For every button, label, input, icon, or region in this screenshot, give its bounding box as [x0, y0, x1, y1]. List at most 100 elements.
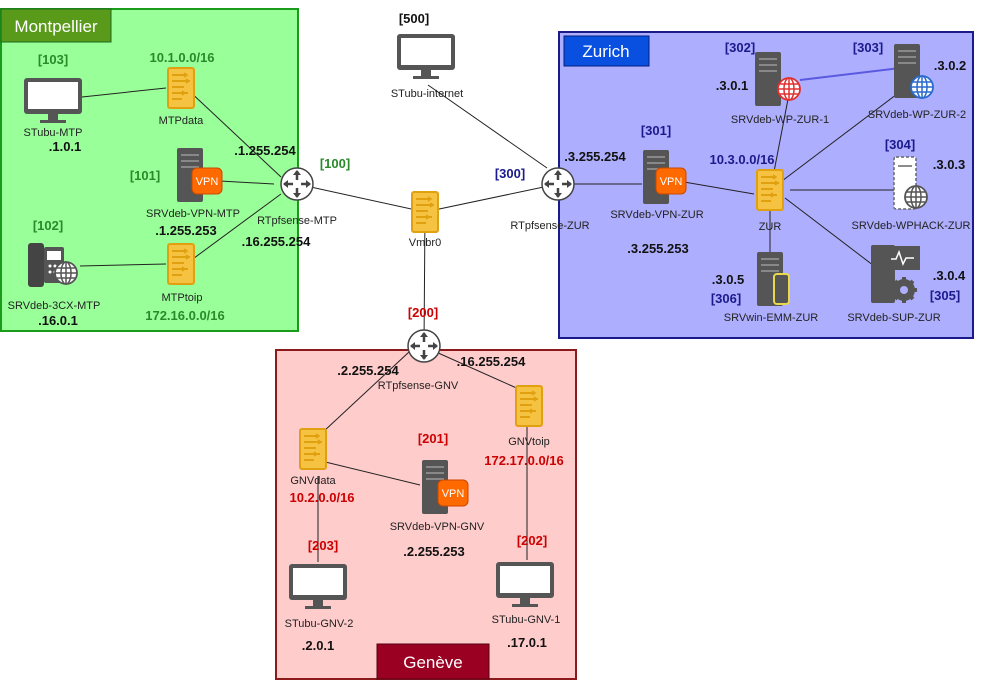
rtpfsense-zur-router[interactable]: RTpfsense-ZUR [300] .3.255.254	[495, 149, 627, 232]
srvwin-emm-zur-tag: [306]	[711, 291, 741, 306]
mtptoip-switch[interactable]: MTPtoip 172.16.0.0/16	[145, 243, 225, 323]
srvdeb-wphack-zur-tag: [304]	[885, 137, 915, 152]
stubu-gnv-2-ip: .2.0.1	[302, 638, 335, 653]
links	[79, 84, 906, 562]
stubu-gnv-1-label: STubu-GNV-1	[492, 614, 561, 626]
gnvdata-label: GNVdata	[290, 475, 336, 487]
globe-icon	[777, 77, 801, 101]
zone-montpellier-title: Montpellier	[14, 17, 97, 36]
mtpdata-label: MTPdata	[159, 115, 205, 127]
srvdeb-vpn-mtp-node[interactable]: VPN [101] SRVdeb-VPN-MTP .1.255.253	[130, 147, 240, 238]
srvwin-emm-zur-node[interactable]: .3.0.5 [306] SRVwin-EMM-ZUR	[711, 251, 819, 324]
mtpdata-subnet: 10.1.0.0/16	[149, 50, 214, 65]
rtpfsense-zur-tag: [300]	[495, 166, 525, 181]
stubu-gnv-1-node[interactable]: [202] STubu-GNV-1 .17.0.1	[492, 533, 561, 650]
rtpfsense-mtp-router[interactable]: RTpfsense-MTP [100] .1.255.254 .16.255.2…	[234, 143, 350, 249]
monitoring-server-icon	[871, 245, 920, 303]
srvdeb-sup-zur-ip: .3.0.4	[933, 268, 966, 283]
zone-montpellier-title-bg	[0, 8, 112, 43]
rtpfsense-mtp-tag: [100]	[320, 156, 350, 171]
stubu-mtp-label: STubu-MTP	[24, 127, 83, 139]
srvdeb-sup-zur-label: SRVdeb-SUP-ZUR	[847, 312, 940, 324]
zur-subnet: 10.3.0.0/16	[709, 152, 774, 167]
srvdeb-wp-zur-2-tag: [303]	[853, 40, 883, 55]
zone-zurich-title: Zurich	[582, 42, 629, 61]
rtpfsense-mtp-ip-wan: .1.255.254	[234, 143, 296, 158]
mtpdata-switch[interactable]: 10.1.0.0/16 MTPdata	[149, 50, 214, 127]
switch-icon	[756, 169, 784, 211]
srvdeb-3cx-mtp-ip: .16.0.1	[38, 313, 78, 328]
srvdeb-wp-zur-1-label: SRVdeb-WP-ZUR-1	[731, 114, 829, 126]
srvdeb-vpn-zur-badge: VPN	[660, 176, 683, 188]
srvdeb-sup-zur-node[interactable]: .3.0.4 [305] SRVdeb-SUP-ZUR	[847, 245, 966, 324]
rtpfsense-zur-ip: .3.255.254	[564, 149, 626, 164]
stubu-gnv-1-tag: [202]	[517, 533, 547, 548]
stubu-mtp-tag: [103]	[38, 52, 68, 67]
mtptoip-label: MTPtoip	[162, 292, 203, 304]
srvdeb-wp-zur-2-ip: .3.0.2	[934, 58, 967, 73]
monitor-icon	[397, 34, 455, 79]
srvdeb-vpn-zur-label: SRVdeb-VPN-ZUR	[610, 209, 703, 221]
rtpfsense-mtp-ip-lan: .16.255.254	[242, 234, 311, 249]
link-wp1-wp2	[799, 67, 901, 81]
srvdeb-vpn-gnv-label: SRVdeb-VPN-GNV	[390, 521, 485, 533]
router-icon	[540, 166, 576, 202]
rtpfsense-gnv-label: RTpfsense-GNV	[378, 380, 459, 392]
switch-icon	[411, 191, 439, 233]
switch-icon	[167, 67, 195, 109]
srvdeb-wphack-zur-ip: .3.0.3	[933, 157, 966, 172]
switch-icon	[167, 243, 195, 285]
srvwin-emm-zur-label: SRVwin-EMM-ZUR	[724, 312, 819, 324]
zur-label: ZUR	[759, 221, 782, 233]
srvdeb-3cx-mtp-tag: [102]	[33, 218, 63, 233]
srvdeb-vpn-gnv-badge: VPN	[442, 488, 465, 500]
switch-icon	[299, 428, 327, 470]
srvdeb-wphack-zur-node[interactable]: [304] .3.0.3 SRVdeb-WPHACK-ZUR	[852, 137, 971, 232]
mtptoip-subnet: 172.16.0.0/16	[145, 308, 225, 323]
router-icon	[406, 328, 442, 364]
srvdeb-vpn-zur-node[interactable]: VPN [301] SRVdeb-VPN-ZUR .3.255.253	[610, 123, 703, 256]
gnvtoip-switch[interactable]: GNVtoip 172.17.0.0/16	[484, 385, 564, 468]
srvdeb-vpn-gnv-tag: [201]	[418, 431, 448, 446]
srvwin-emm-zur-ip: .3.0.5	[712, 272, 745, 287]
stubu-mtp-node[interactable]: [103] STubu-MTP .1.0.1	[24, 52, 83, 154]
srvdeb-wp-zur-1-node[interactable]: [302] .3.0.1 SRVdeb-WP-ZUR-1	[716, 40, 829, 126]
rtpfsense-gnv-ip-lan: .16.255.254	[457, 354, 526, 369]
stubu-gnv-1-ip: .17.0.1	[507, 635, 547, 650]
srvdeb-sup-zur-tag: [305]	[930, 288, 960, 303]
mobile-icon	[773, 273, 790, 305]
stubu-internet-node[interactable]: [500] STubu-internet	[391, 11, 463, 100]
zone-zurich-title-bg	[563, 35, 650, 67]
globe-icon	[910, 75, 934, 99]
srvdeb-vpn-zur-ip: .3.255.253	[627, 241, 688, 256]
vmbr0-switch[interactable]: Vmbr0	[409, 191, 441, 249]
srvdeb-vpn-gnv-node[interactable]: VPN [201] SRVdeb-VPN-GNV .2.255.253	[390, 431, 485, 559]
gnvdata-switch[interactable]: GNVdata 10.2.0.0/16	[289, 428, 355, 505]
stubu-gnv-2-node[interactable]: [203] STubu-GNV-2 .2.0.1	[285, 538, 354, 653]
rtpfsense-mtp-label: RTpfsense-MTP	[257, 215, 337, 227]
gnvdata-subnet: 10.2.0.0/16	[289, 490, 354, 505]
srvdeb-wp-zur-1-ip: .3.0.1	[716, 78, 749, 93]
srvdeb-vpn-gnv-ip: .2.255.253	[403, 544, 464, 559]
rtpfsense-zur-label: RTpfsense-ZUR	[510, 220, 589, 232]
gnvtoip-subnet: 172.17.0.0/16	[484, 453, 564, 468]
srvdeb-wp-zur-2-label: SRVdeb-WP-ZUR-2	[868, 109, 966, 121]
srvdeb-wphack-zur-label: SRVdeb-WPHACK-ZUR	[852, 220, 971, 232]
zur-switch[interactable]: 10.3.0.0/16 ZUR	[709, 152, 784, 233]
ip-phone-icon	[28, 243, 78, 287]
srvdeb-wp-zur-2-node[interactable]: [303] .3.0.2 SRVdeb-WP-ZUR-2	[853, 40, 966, 121]
srvdeb-vpn-mtp-ip: .1.255.253	[155, 223, 216, 238]
srvdeb-vpn-mtp-badge: VPN	[196, 176, 219, 188]
stubu-gnv-2-tag: [203]	[308, 538, 338, 553]
globe-icon	[904, 185, 928, 209]
stubu-internet-label: STubu-internet	[391, 88, 463, 100]
rtpfsense-gnv-tag: [200]	[408, 305, 438, 320]
zone-geneve-title-bg	[376, 643, 490, 680]
srvdeb-3cx-mtp-label: SRVdeb-3CX-MTP	[8, 300, 101, 312]
srvdeb-3cx-mtp-node[interactable]: [102] SRVdeb-3CX-MTP .16.0.1	[8, 218, 101, 328]
srvdeb-vpn-zur-tag: [301]	[641, 123, 671, 138]
rtpfsense-gnv-router[interactable]: [200] .2.255.254 .16.255.254 RTpfsense-G…	[337, 305, 526, 392]
zone-geneve-title: Genève	[403, 653, 463, 672]
switch-icon	[515, 385, 543, 427]
